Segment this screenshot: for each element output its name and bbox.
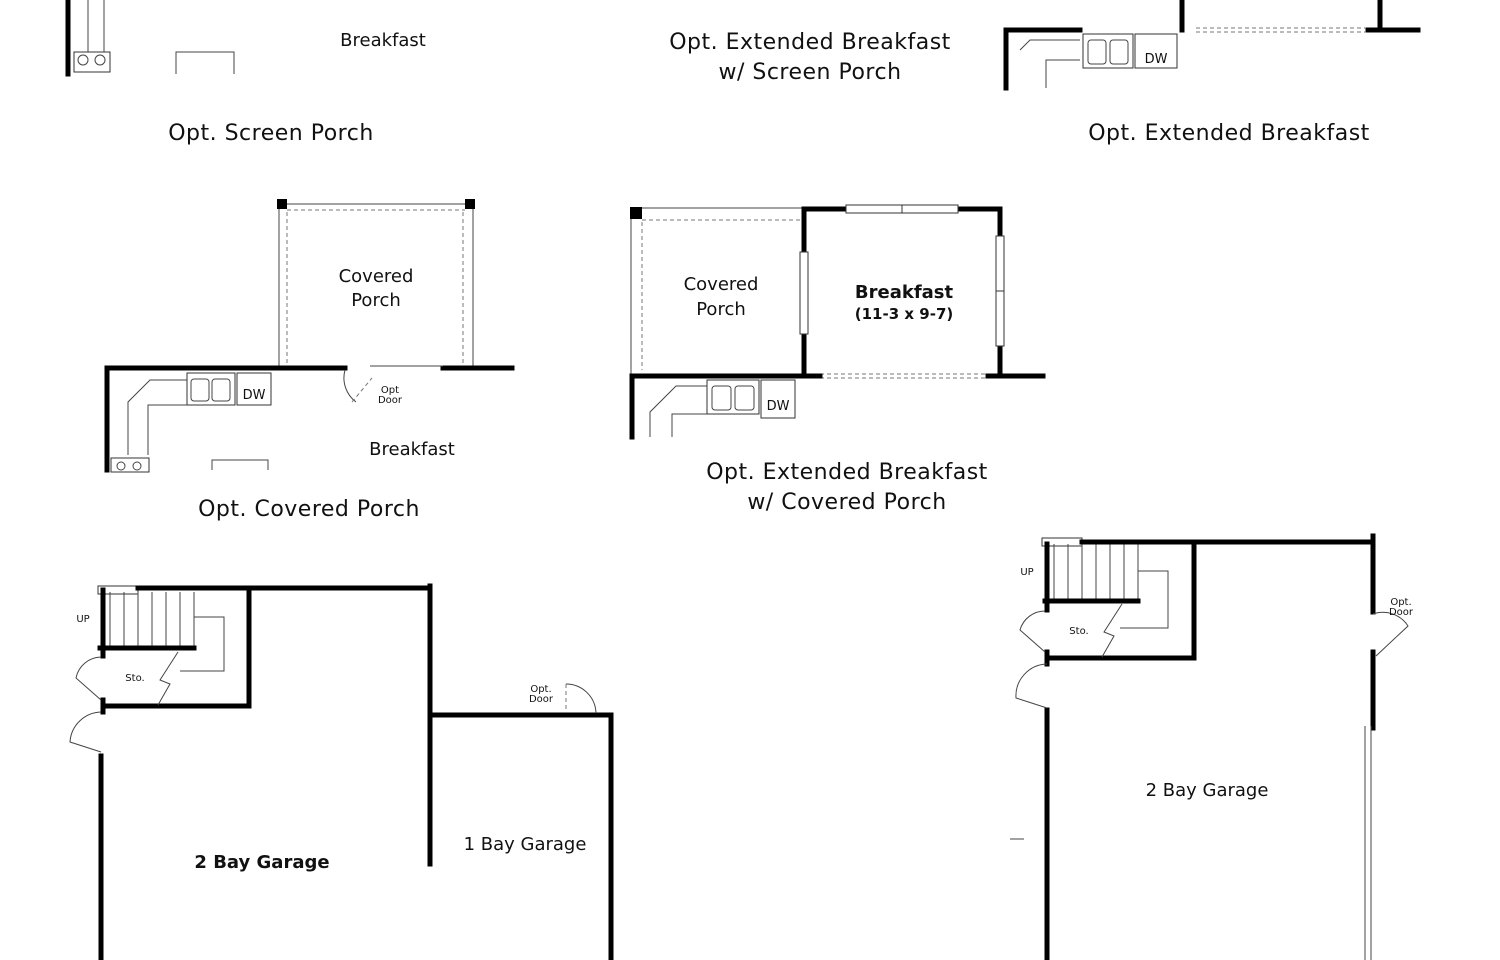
room-label-breakfast: Breakfast: [340, 30, 426, 51]
dw-label: DW: [1145, 52, 1168, 67]
caption-screen-porch: Opt. Screen Porch: [168, 121, 374, 146]
door-label: Door: [378, 395, 403, 406]
door-label: Door: [529, 694, 554, 705]
opt-label: Opt.: [1390, 597, 1411, 608]
range-fixture: [110, 457, 150, 473]
caption-ext-breakfast-covered-line2: w/ Covered Porch: [747, 490, 946, 515]
room-dimensions: (11-3 x 9-7): [855, 305, 953, 323]
sink: [1082, 33, 1134, 69]
room-label-covered-line2: Porch: [696, 299, 746, 320]
door-label: Door: [1389, 607, 1414, 618]
dw-label: DW: [767, 399, 790, 414]
garage-door-swing: [1015, 663, 1048, 709]
caption-ext-breakfast: Opt. Extended Breakfast: [1088, 121, 1370, 146]
sink: [706, 379, 760, 415]
room-label-covered-line1: Covered: [339, 266, 414, 287]
opt-label: Opt: [381, 385, 399, 396]
dishwasher: [236, 372, 272, 406]
porch-post: [630, 207, 642, 219]
caption-covered-porch: Opt. Covered Porch: [198, 497, 420, 522]
opt-door-swing: [565, 683, 597, 714]
room-label-2-bay-garage: 2 Bay Garage: [1146, 780, 1269, 801]
covered-porch-plan: Covered Porch Opt Door DW Breakfast: [104, 199, 515, 473]
porch-post: [465, 199, 475, 209]
room-label-breakfast: Breakfast: [369, 439, 455, 460]
range-fixture: [73, 51, 111, 73]
door-swing: [343, 369, 357, 403]
opt-door-swing: [1372, 611, 1409, 657]
room-label-2-bay-garage: 2 Bay Garage: [194, 852, 329, 873]
room-label-1-bay-garage: 1 Bay Garage: [464, 834, 587, 855]
dw-label: DW: [243, 388, 266, 403]
stair-up-label: UP: [1020, 567, 1033, 578]
storage-door-swing: [75, 656, 102, 701]
caption-ext-breakfast-covered-line1: Opt. Extended Breakfast: [706, 460, 988, 485]
caption-ext-breakfast-screen-line2: w/ Screen Porch: [718, 60, 901, 85]
porch-post: [277, 199, 287, 209]
ext-breakfast-covered-plan: Covered Porch Breakfast (11-3 x 9-7) DW: [629, 204, 1046, 440]
sink: [186, 372, 236, 406]
screen-porch-plan: Breakfast: [65, 0, 426, 77]
stair-up-label: UP: [76, 614, 89, 625]
storage-label: Sto.: [1069, 626, 1088, 637]
room-label-covered-line2: Porch: [351, 290, 401, 311]
garage-2bay-plan: UP Sto. Opt. Door 2 Bay Garage: [1010, 533, 1414, 960]
dishwasher: [1134, 33, 1178, 69]
table-outline: [211, 459, 269, 470]
storage-label: Sto.: [125, 673, 144, 684]
garage-3bay-plan: UP Sto. Opt. Door 2 Bay Garage 1 Bay Gar…: [69, 583, 614, 960]
caption-ext-breakfast-screen-line1: Opt. Extended Breakfast: [669, 30, 951, 55]
dishwasher: [760, 379, 796, 419]
ext-breakfast-plan: DW: [1003, 0, 1421, 91]
room-label-covered-line1: Covered: [684, 274, 759, 295]
garage-door-swing: [69, 711, 102, 753]
storage-door-swing: [1019, 610, 1046, 653]
opt-label: Opt.: [530, 684, 551, 695]
room-label-breakfast: Breakfast: [855, 282, 954, 303]
table-outline: [175, 51, 235, 74]
